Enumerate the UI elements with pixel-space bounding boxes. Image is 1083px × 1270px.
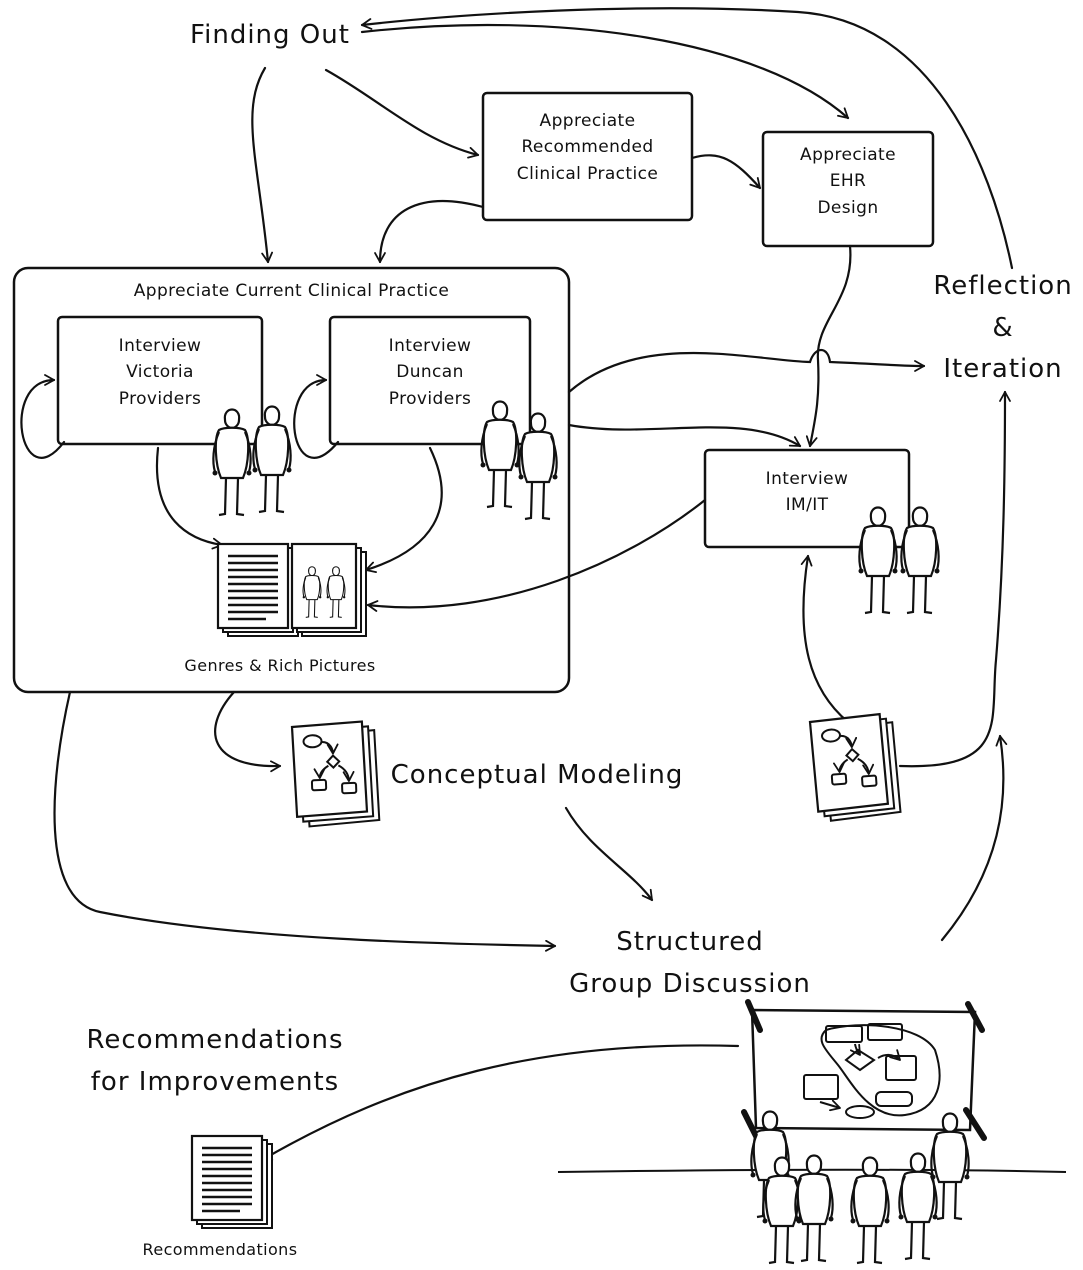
duncan-line-2: Duncan bbox=[396, 362, 464, 383]
reflection-line-3: Iteration bbox=[943, 354, 1063, 385]
recommended-line-3: Clinical Practice bbox=[516, 163, 659, 184]
imit-box-label: Interview IM/IT bbox=[705, 466, 909, 519]
victoria-line-3: Providers bbox=[118, 388, 202, 409]
structured-line-2: Group Discussion bbox=[569, 968, 811, 999]
ehr-box bbox=[761, 130, 935, 248]
reflection-line-1: Reflection bbox=[933, 271, 1073, 301]
document-icon bbox=[216, 542, 300, 638]
reflection-iteration-label: Reflection & Iteration bbox=[928, 266, 1078, 391]
arrow-reflection-to-findingout bbox=[360, 7, 1014, 270]
arrow-findingout-to-ehr bbox=[360, 23, 850, 120]
victoria-box bbox=[56, 315, 264, 446]
arrow-ehr-to-imit bbox=[805, 244, 852, 448]
victoria-line-2: Victoria bbox=[126, 362, 194, 383]
reflection-line-2: & bbox=[992, 312, 1014, 343]
duncan-box-label: Interview Duncan Providers bbox=[330, 333, 530, 412]
ehr-line-2: EHR bbox=[829, 171, 867, 192]
person-icon bbox=[251, 405, 293, 514]
concept-model-icon bbox=[810, 713, 901, 822]
rich-picture-icon bbox=[292, 544, 366, 636]
arrow-victoria-to-genres bbox=[155, 446, 224, 550]
arrow-structured-to-reflection bbox=[940, 734, 1008, 942]
arrow-model2-to-reflection bbox=[898, 390, 1011, 768]
recommendations-heading: Recommendations for Improvements bbox=[70, 1020, 360, 1103]
arrow-findingout-to-current bbox=[251, 66, 273, 264]
ehr-box-label: Appreciate EHR Design bbox=[763, 142, 933, 221]
arrow-current-to-imit bbox=[567, 423, 802, 448]
arrow-recommended-to-ehr bbox=[690, 154, 762, 190]
arrow-victoria-loop bbox=[20, 374, 66, 459]
person-icon bbox=[211, 408, 253, 517]
structured-discussion-label: Structured Group Discussion bbox=[555, 922, 825, 1005]
arrow-findingout-to-recommended bbox=[324, 68, 480, 159]
duncan-line-3: Providers bbox=[388, 388, 472, 409]
arrow-current-to-reflection bbox=[567, 348, 926, 394]
arrow-container-to-structured bbox=[53, 690, 557, 952]
document-icon bbox=[190, 1134, 274, 1230]
arrow-whiteboard-to-recommendations bbox=[260, 1044, 740, 1162]
ehr-line-3: Design bbox=[817, 197, 879, 218]
recommended-line-1: Appreciate bbox=[539, 111, 636, 131]
person-icon bbox=[849, 1156, 891, 1265]
imit-line-1: Interview bbox=[765, 469, 849, 489]
floor-line bbox=[557, 1168, 1067, 1173]
person-icon bbox=[517, 412, 559, 521]
current-practice-title: Appreciate Current Clinical Practice bbox=[133, 281, 450, 301]
recommendations-doc-label: Recommendations bbox=[142, 1240, 298, 1259]
arrow-model2-to-imit bbox=[800, 554, 850, 724]
arrow-model-to-structured bbox=[564, 806, 654, 902]
recommendations-line-2: for Improvements bbox=[90, 1066, 340, 1097]
duncan-box bbox=[328, 315, 532, 446]
arrow-recommended-to-current bbox=[374, 199, 485, 264]
whiteboard-icon bbox=[741, 999, 987, 1143]
genres-label: Genres & Rich Pictures bbox=[184, 656, 376, 675]
victoria-box-label: Interview Victoria Providers bbox=[58, 333, 262, 412]
structured-line-1: Structured bbox=[616, 927, 764, 957]
current-practice-container bbox=[12, 266, 571, 694]
recommended-box bbox=[481, 91, 694, 222]
arrow-duncan-loop bbox=[293, 374, 340, 459]
arrow-duncan-to-genres bbox=[364, 446, 443, 573]
recommended-box-label: Appreciate Recommended Clinical Practice bbox=[483, 108, 692, 187]
person-icon bbox=[793, 1154, 835, 1263]
arrow-imit-to-genres bbox=[366, 498, 707, 612]
imit-box bbox=[703, 448, 911, 549]
imit-line-2: IM/IT bbox=[785, 495, 829, 516]
conceptual-modeling-label: Conceptual Modeling bbox=[390, 760, 684, 790]
person-icon bbox=[479, 400, 521, 509]
person-icon bbox=[899, 506, 941, 615]
concept-model-icon bbox=[292, 721, 380, 827]
arrow-container-to-model bbox=[214, 690, 282, 773]
recommendations-line-1: Recommendations bbox=[86, 1025, 344, 1055]
ehr-line-1: Appreciate bbox=[800, 145, 896, 165]
victoria-line-1: Interview bbox=[118, 336, 202, 356]
recommended-line-2: Recommended bbox=[521, 137, 654, 158]
duncan-line-1: Interview bbox=[388, 336, 472, 356]
finding-out-label: Finding Out bbox=[190, 20, 350, 50]
person-icon bbox=[857, 506, 899, 615]
